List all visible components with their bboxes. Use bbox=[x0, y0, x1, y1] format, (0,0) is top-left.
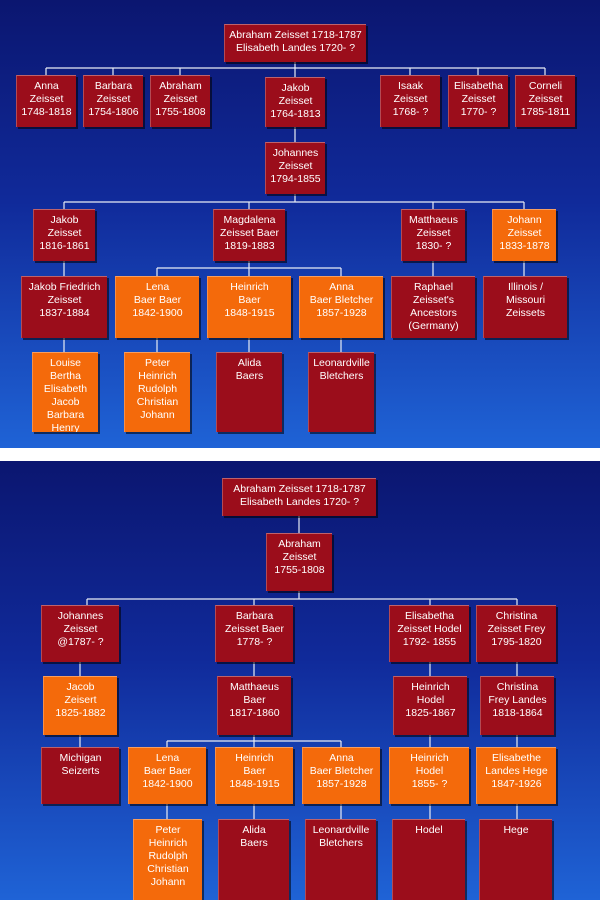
family-node: Heinrich Hodel 1825-1867 bbox=[393, 676, 467, 735]
family-node: Corneli Zeisset 1785-1811 bbox=[515, 75, 575, 127]
connector-lines-2 bbox=[79, 516, 518, 819]
family-node: Abraham Zeisset 1718-1787 Elisabeth Land… bbox=[222, 478, 376, 516]
family-node: Barbara Zeisset 1754-1806 bbox=[83, 75, 143, 127]
family-node: Hege bbox=[479, 819, 552, 900]
family-node: Elisabetha Zeisset Hodel 1792- 1855 bbox=[389, 605, 469, 662]
family-node: Michigan Seizerts bbox=[41, 747, 119, 804]
family-tree-panel-2: Abraham Zeisset 1718-1787 Elisabeth Land… bbox=[0, 461, 600, 900]
family-node: Leonardville Bletchers bbox=[305, 819, 376, 900]
family-node: Jakob Zeisset 1764-1813 bbox=[265, 77, 325, 127]
family-node: Louise Bertha Elisabeth Jacob Barbara He… bbox=[32, 352, 98, 432]
family-node: Abraham Zeisset 1755-1808 bbox=[150, 75, 210, 127]
family-node: Jakob Friedrich Zeisset 1837-1884 bbox=[21, 276, 107, 338]
family-node: Abraham Zeisset 1718-1787 Elisabeth Land… bbox=[224, 24, 366, 62]
family-node: Leonardville Bletchers bbox=[308, 352, 374, 432]
connector-lines-1 bbox=[45, 62, 546, 352]
family-node: Johannes Zeisset 1794-1855 bbox=[265, 142, 325, 194]
family-node: Christina Frey Landes 1818-1864 bbox=[480, 676, 554, 735]
family-node: Heinrich Hodel 1855- ? bbox=[389, 747, 469, 804]
family-node: Elisabetha Zeisset 1770- ? bbox=[448, 75, 508, 127]
family-node: Lena Baer Baer 1842-1900 bbox=[128, 747, 206, 804]
family-node: Johann Zeisset 1833-1878 bbox=[492, 209, 556, 261]
family-node: Isaak Zeisset 1768- ? bbox=[380, 75, 440, 127]
family-node: Jakob Zeisset 1816-1861 bbox=[33, 209, 95, 261]
family-node: Alida Baers bbox=[218, 819, 289, 900]
family-node: Illinois / Missouri Zeissets bbox=[483, 276, 567, 338]
family-node: Magdalena Zeisset Baer 1819-1883 bbox=[213, 209, 285, 261]
family-node: Anna Baer Bletcher 1857-1928 bbox=[302, 747, 380, 804]
family-tree-panel-1: Abraham Zeisset 1718-1787 Elisabeth Land… bbox=[0, 0, 600, 448]
family-node: Anna Zeisset 1748-1818 bbox=[16, 75, 76, 127]
family-node: Alida Baers bbox=[216, 352, 282, 432]
family-node: Johannes Zeisset @1787- ? bbox=[41, 605, 119, 662]
family-node: Christina Zeisset Frey 1795-1820 bbox=[476, 605, 556, 662]
family-node: Matthaeus Zeisset 1830- ? bbox=[401, 209, 465, 261]
family-node: Lena Baer Baer 1842-1900 bbox=[115, 276, 199, 338]
family-node: Barbara Zeisset Baer 1778- ? bbox=[215, 605, 293, 662]
family-node: Matthaeus Baer 1817-1860 bbox=[217, 676, 291, 735]
family-node: Peter Heinrich Rudolph Christian Johann bbox=[133, 819, 202, 900]
family-node: Peter Heinrich Rudolph Christian Johann bbox=[124, 352, 190, 432]
family-node: Heinrich Baer 1848-1915 bbox=[207, 276, 291, 338]
family-node: Abraham Zeisset 1755-1808 bbox=[266, 533, 332, 591]
family-node: Heinrich Baer 1848-1915 bbox=[215, 747, 293, 804]
family-node: Anna Baer Bletcher 1857-1928 bbox=[299, 276, 383, 338]
family-node: Raphael Zeisset's Ancestors (Germany) bbox=[391, 276, 475, 338]
family-node: Elisabethe Landes Hege 1847-1926 bbox=[476, 747, 556, 804]
family-node: Jacob Zeisert 1825-1882 bbox=[43, 676, 117, 735]
family-node: Hodel bbox=[392, 819, 465, 900]
